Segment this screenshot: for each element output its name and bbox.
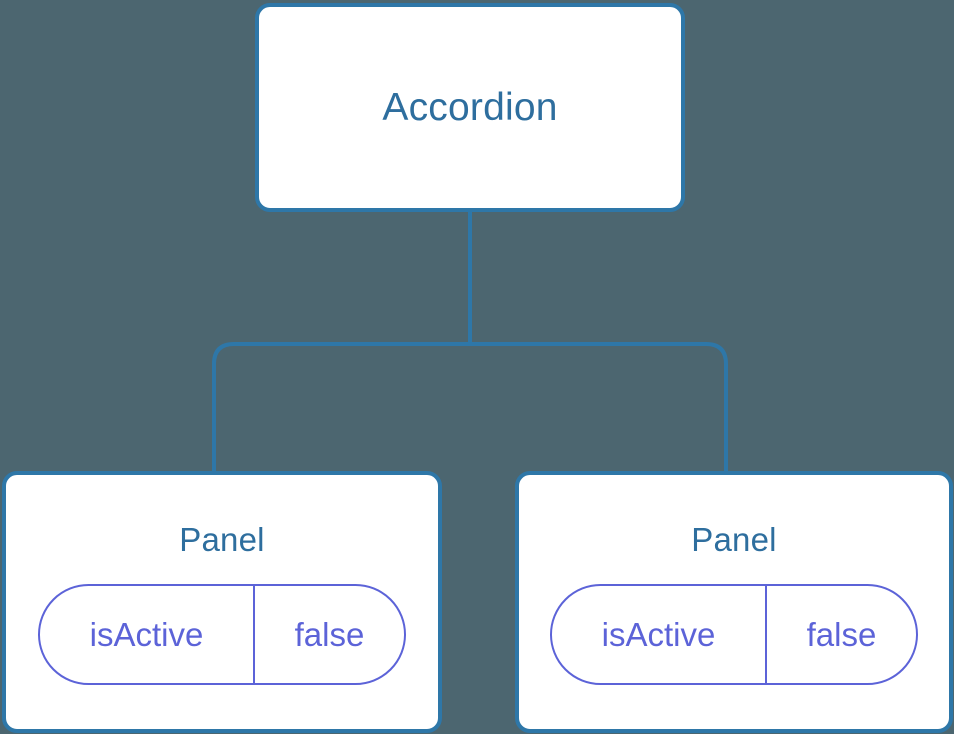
node-accordion[interactable]: Accordion: [255, 3, 685, 212]
node-panel-2[interactable]: Panel isActive false: [515, 471, 953, 733]
node-panel-1-title: Panel: [179, 521, 265, 558]
state-key-panel-2: isActive: [552, 586, 767, 683]
node-panel-2-title: Panel: [691, 521, 777, 558]
state-badge-panel-2[interactable]: isActive false: [550, 584, 918, 685]
node-accordion-title: Accordion: [382, 86, 558, 129]
edge-root-to-panel-1: [212, 342, 470, 474]
state-key-panel-1: isActive: [40, 586, 255, 683]
state-value-panel-1: false: [294, 616, 365, 653]
edge-root-to-panel-2: [470, 342, 728, 474]
state-badge-panel-1[interactable]: isActive false: [38, 584, 406, 685]
node-panel-1[interactable]: Panel isActive false: [2, 471, 442, 733]
state-value-panel-2: false: [806, 616, 877, 653]
